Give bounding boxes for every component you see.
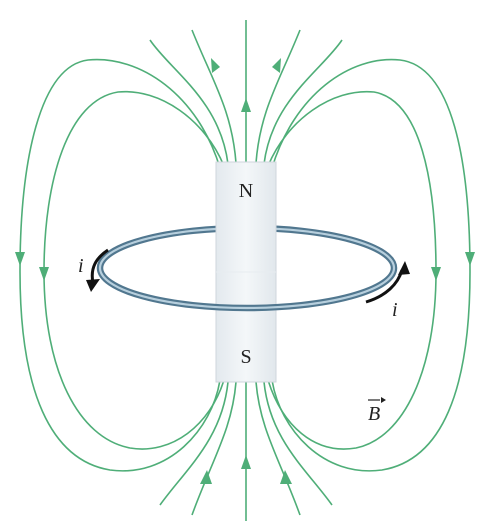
current-arrowhead-left [86, 279, 100, 292]
field-vector-label: B [368, 397, 386, 425]
current-label-left: i [78, 255, 84, 277]
field-vector-head [381, 397, 386, 403]
field-line-bottom-right-near [255, 381, 301, 516]
field-line-top-left-near [191, 29, 237, 164]
field-label: B [368, 403, 380, 425]
field-arrow-right-outer [465, 252, 475, 266]
field-line-loop-left-outer [19, 58, 221, 472]
current-arrow-left [90, 248, 109, 284]
field-line-top-left-mid [149, 39, 229, 165]
field-line-loop-right-inner [267, 90, 437, 450]
north-pole-label: N [239, 180, 253, 202]
current-label-right: i [392, 299, 398, 321]
field-arrow-bottom-left [200, 470, 212, 484]
field-line-top-right-near [255, 29, 301, 164]
field-arrow-right-inner [431, 267, 441, 281]
field-arrow-left-outer [15, 252, 25, 266]
field-arrow-bottom-right [280, 470, 292, 484]
south-pole-label: S [240, 346, 251, 368]
field-line-bottom-left-near [191, 381, 237, 516]
field-arrow-top-left [211, 58, 220, 73]
field-line-loop-left-inner [43, 90, 225, 450]
current-arrowhead-right [398, 261, 410, 275]
field-arrow-center-top [241, 98, 251, 112]
field-line-top-right-mid [263, 39, 343, 165]
current-loop-front [96, 267, 398, 312]
field-line-bottom-left-mid [159, 381, 229, 506]
field-line-loop-right-outer [271, 58, 471, 472]
current-arrows [86, 248, 410, 304]
field-arrow-left-inner [39, 267, 49, 281]
field-arrow-top-right [272, 58, 281, 73]
field-arrows [15, 58, 475, 484]
field-arrow-bottom-center [241, 455, 251, 469]
field-line-bottom-right-mid [263, 381, 333, 506]
bar-magnet: N S [215, 161, 277, 383]
